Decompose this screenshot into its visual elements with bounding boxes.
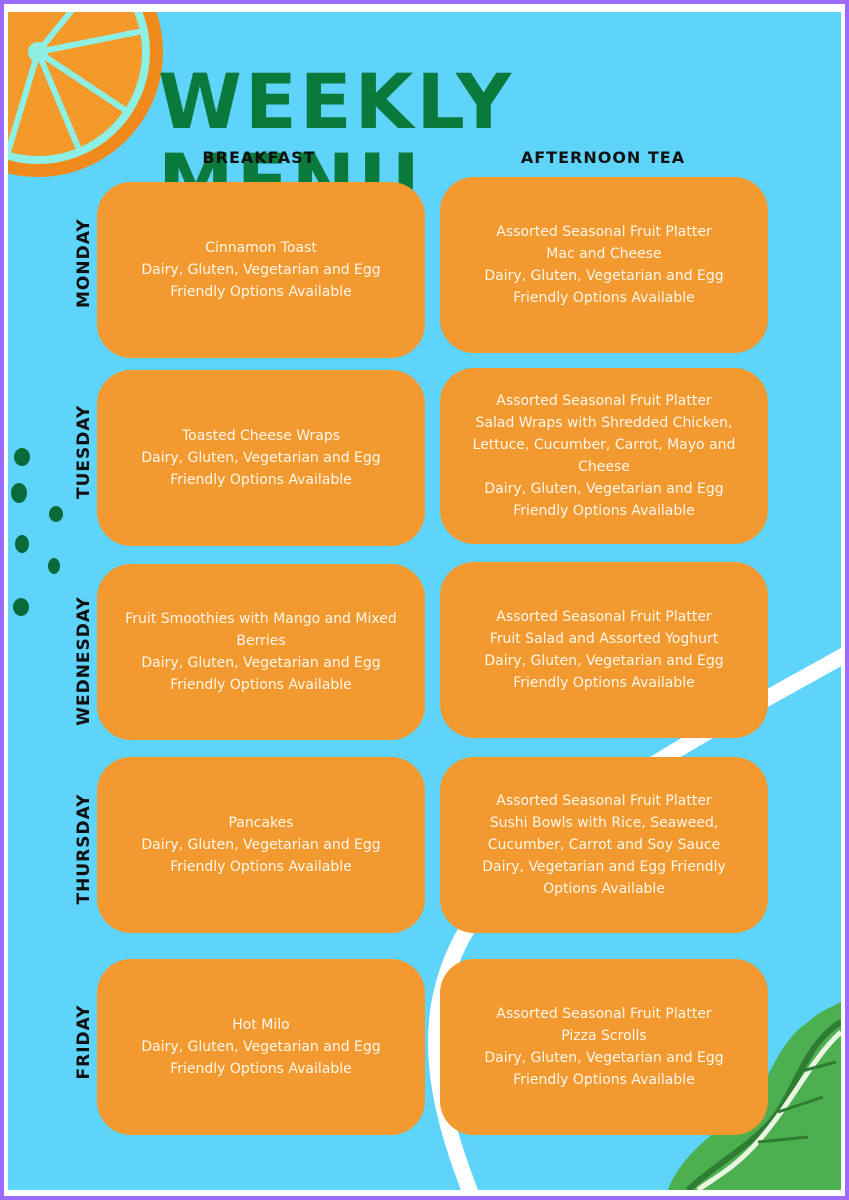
afternoon-tea-card-tuesday: Assorted Seasonal Fruit Platter Salad Wr… xyxy=(440,368,768,544)
breakfast-text: Hot Milo Dairy, Gluten, Vegetarian and E… xyxy=(141,1017,381,1077)
afternoon-tea-text: Assorted Seasonal Fruit Platter Sushi Bo… xyxy=(482,793,726,897)
afternoon-tea-card-thursday: Assorted Seasonal Fruit Platter Sushi Bo… xyxy=(440,757,768,933)
breakfast-card-friday: Hot Milo Dairy, Gluten, Vegetarian and E… xyxy=(97,959,425,1135)
afternoon-tea-text: Assorted Seasonal Fruit Platter Pizza Sc… xyxy=(484,1006,724,1088)
breakfast-card-wednesday: Fruit Smoothies with Mango and Mixed Ber… xyxy=(97,564,425,740)
breakfast-card-monday: Cinnamon Toast Dairy, Gluten, Vegetarian… xyxy=(97,182,425,358)
afternoon-tea-text: Assorted Seasonal Fruit Platter Fruit Sa… xyxy=(484,609,724,691)
afternoon-tea-text: Assorted Seasonal Fruit Platter Mac and … xyxy=(484,224,724,306)
breakfast-text: Toasted Cheese Wraps Dairy, Gluten, Vege… xyxy=(141,428,381,488)
afternoon-tea-text: Assorted Seasonal Fruit Platter Salad Wr… xyxy=(472,393,736,519)
breakfast-column-header: BREAKFAST xyxy=(202,148,316,167)
afternoon-tea-card-friday: Assorted Seasonal Fruit Platter Pizza Sc… xyxy=(440,959,768,1135)
breakfast-text: Fruit Smoothies with Mango and Mixed Ber… xyxy=(125,611,397,693)
breakfast-text: Cinnamon Toast Dairy, Gluten, Vegetarian… xyxy=(141,240,381,300)
breakfast-card-thursday: Pancakes Dairy, Gluten, Vegetarian and E… xyxy=(97,757,425,933)
afternoon-tea-card-wednesday: Assorted Seasonal Fruit Platter Fruit Sa… xyxy=(440,562,768,738)
orange-slice-icon xyxy=(8,12,163,177)
page-title: WEEKLY MENU xyxy=(158,57,515,222)
green-dots xyxy=(11,448,63,616)
lettuce-leaf-icon xyxy=(668,1002,841,1190)
breakfast-card-tuesday: Toasted Cheese Wraps Dairy, Gluten, Vege… xyxy=(97,370,425,546)
afternoon-tea-column-header: AFTERNOON TEA xyxy=(520,148,686,167)
menu-poster: WEEKLY MENU BREAKFAST AFTERNOON TEA MOND… xyxy=(8,12,841,1190)
breakfast-text: Pancakes Dairy, Gluten, Vegetarian and E… xyxy=(141,815,381,875)
afternoon-tea-card-monday: Assorted Seasonal Fruit Platter Mac and … xyxy=(440,177,768,353)
